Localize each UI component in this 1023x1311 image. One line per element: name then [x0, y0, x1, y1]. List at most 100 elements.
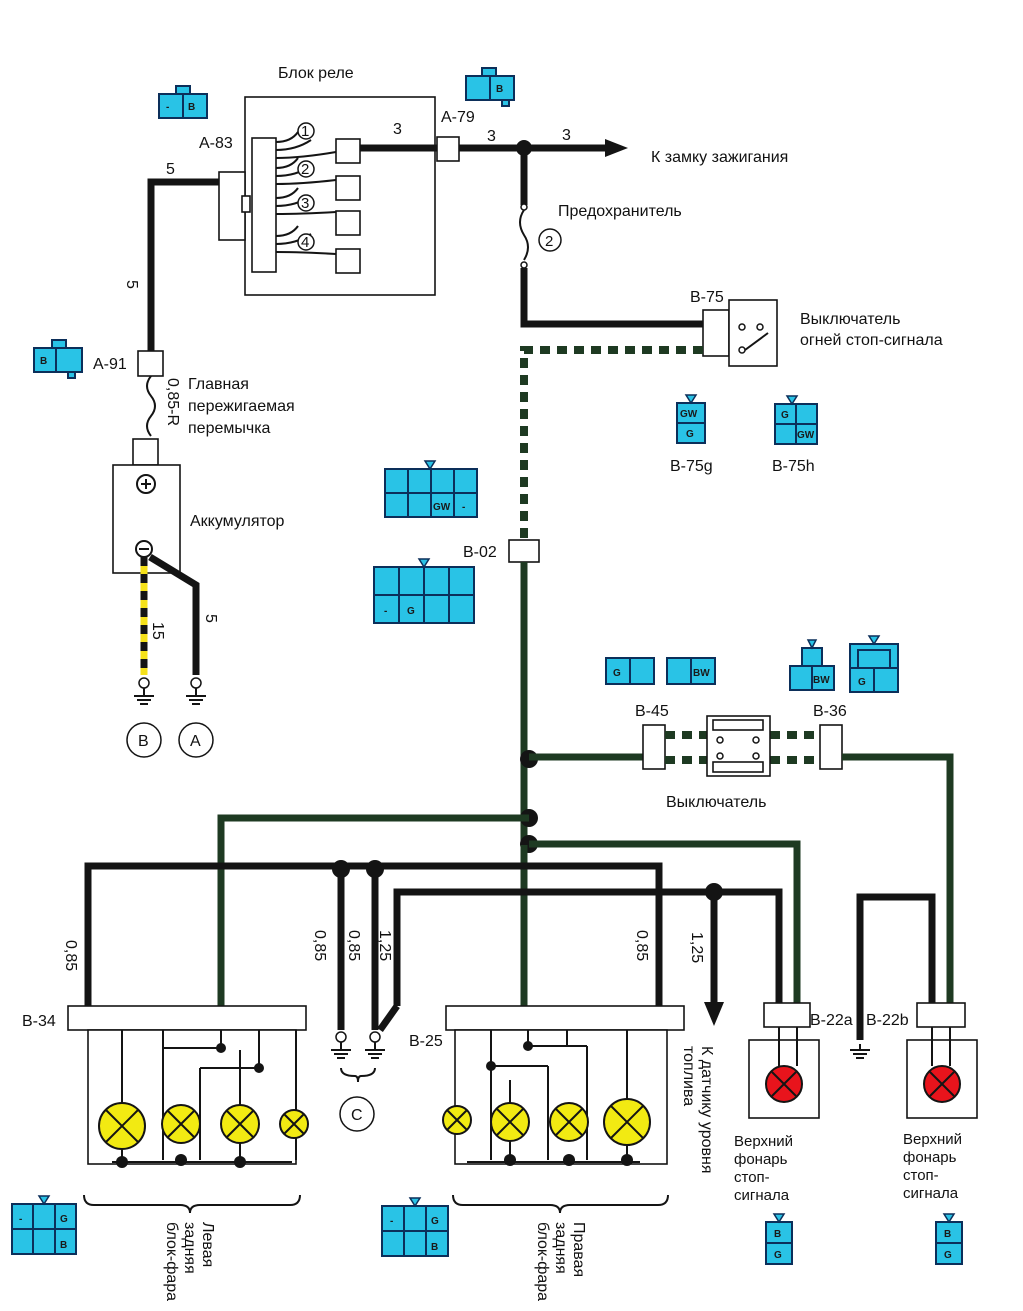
relays: 1 2 3 4 [275, 122, 361, 274]
svg-text:B: B [496, 84, 503, 95]
b25-label: B-25 [409, 1033, 443, 1050]
upper-stop-right-label-1: Верхний [903, 1131, 962, 1148]
svg-text:C: C [351, 1107, 363, 1124]
svg-text:5: 5 [123, 280, 140, 289]
right-lamps [442, 1098, 651, 1146]
svg-text:B: B [138, 733, 149, 750]
b36-mate-connector-icon: G [849, 635, 899, 693]
svg-text:-: - [462, 502, 465, 513]
svg-text:0,85: 0,85 [633, 930, 650, 961]
brake-switch-body [728, 299, 778, 367]
b22b-connector-icon: B G [935, 1213, 963, 1265]
fuel-sensor-arrow [704, 1002, 724, 1026]
lamp-icon [442, 1105, 472, 1135]
ground-c-symbol: C [331, 1031, 385, 1132]
svg-text:3: 3 [301, 195, 309, 212]
svg-text:G: G [60, 1214, 68, 1225]
switch-label: Выключатель [666, 794, 766, 811]
svg-text:-: - [390, 1216, 393, 1227]
b75g-connector-icon: GW G [676, 394, 706, 444]
to-fuel-label-2: топлива [680, 1046, 697, 1106]
upper-stop-left-label-2: фонарь [734, 1151, 788, 1168]
b36-connector-icon: BW [789, 639, 835, 691]
svg-text:3: 3 [487, 128, 496, 145]
upper-stop-right-label-3: стоп- [903, 1167, 939, 1184]
b36-label: B-36 [813, 703, 847, 720]
svg-text:G: G [431, 1216, 439, 1227]
upper-stop-right-body [906, 1039, 978, 1119]
a79-connector-icon: B [465, 67, 515, 107]
stop-lamp-icon [923, 1065, 961, 1103]
svg-text:G: G [858, 677, 866, 688]
svg-text:B: B [944, 1229, 951, 1240]
b02-connector [508, 539, 540, 563]
svg-text:B: B [774, 1229, 781, 1240]
svg-text:G: G [613, 668, 621, 679]
lamp-icon [161, 1104, 201, 1144]
svg-text:G: G [407, 606, 415, 617]
left-lamp-label-1: Левая [199, 1222, 216, 1267]
b02-label: B-02 [463, 544, 497, 561]
b25-connector-icon: - G B [381, 1197, 449, 1257]
fusible-link-label-2: пережигаемая [188, 398, 295, 415]
ground-b-symbol: B [126, 677, 162, 758]
svg-text:A: A [190, 733, 201, 750]
upper-stop-left-label-4: сигнала [734, 1187, 790, 1204]
b45-connector-icon: G [605, 657, 655, 685]
svg-text:-: - [19, 1214, 22, 1225]
svg-text:BW: BW [813, 675, 830, 686]
b45-mate-connector-icon: BW [666, 657, 716, 685]
to-fuel-label-1: К датчику уровня [698, 1046, 715, 1174]
svg-text:1: 1 [301, 123, 309, 140]
svg-text:B: B [188, 102, 195, 113]
lamp-icon [220, 1104, 260, 1144]
b75h-connector-icon: G GW [774, 395, 818, 445]
b02-lower-connector-icon: - G [373, 558, 475, 624]
svg-text:GW: GW [433, 502, 451, 513]
brake-switch-label-1: Выключатель [800, 311, 900, 328]
a83-connector-icon: - B [158, 85, 208, 119]
svg-text:1,25: 1,25 [688, 932, 705, 963]
ground-a-symbol: A [178, 677, 214, 758]
a91-connector-icon: B [33, 339, 83, 379]
relay-1-marker [297, 122, 315, 140]
svg-text:4: 4 [301, 234, 309, 251]
lamp-icon [549, 1102, 589, 1142]
lamp-icon [490, 1102, 530, 1142]
b22b-label: B-22b [866, 1012, 909, 1029]
battery-label: Аккумулятор [190, 513, 285, 530]
left-lamp-label-3: блок-фара [163, 1222, 180, 1301]
svg-text:0,85: 0,85 [62, 940, 79, 971]
a83-connector [218, 171, 246, 241]
a91-connector [137, 350, 164, 377]
b34-connector [67, 1005, 307, 1031]
b22a-connector-icon: B G [765, 1213, 793, 1265]
upper-stop-right-label-2: фонарь [903, 1149, 957, 1166]
a79-label: A-79 [441, 109, 475, 126]
b45-connector [642, 724, 666, 770]
brake-switch-label-2: огней стоп-сигнала [800, 332, 943, 349]
svg-text:-: - [384, 606, 387, 617]
upper-stop-left-label-3: стоп- [734, 1169, 770, 1186]
b75-label: B-75 [690, 289, 724, 306]
svg-text:2: 2 [301, 161, 309, 178]
svg-text:G: G [944, 1250, 952, 1261]
relay-4-marker [297, 233, 315, 251]
upper-stop-left-label-1: Верхний [734, 1133, 793, 1150]
right-lamp-label-2: задняя [552, 1222, 569, 1274]
relay-block-strip [251, 137, 277, 273]
svg-text:0,85: 0,85 [311, 930, 328, 961]
b75g-label: B-75g [670, 458, 713, 475]
left-lamps [98, 1102, 309, 1150]
relay-2-marker [297, 160, 315, 178]
fusible-link-label-1: Главная [188, 376, 249, 393]
svg-text:GW: GW [797, 430, 815, 441]
lamp-icon [603, 1098, 651, 1146]
svg-text:0,85-R: 0,85-R [164, 378, 181, 426]
a83-label: A-83 [199, 135, 233, 152]
b22a-connector [763, 1002, 811, 1028]
b75-connector [702, 309, 730, 357]
b34-label: B-34 [22, 1013, 56, 1030]
svg-text:1,25: 1,25 [376, 930, 393, 961]
